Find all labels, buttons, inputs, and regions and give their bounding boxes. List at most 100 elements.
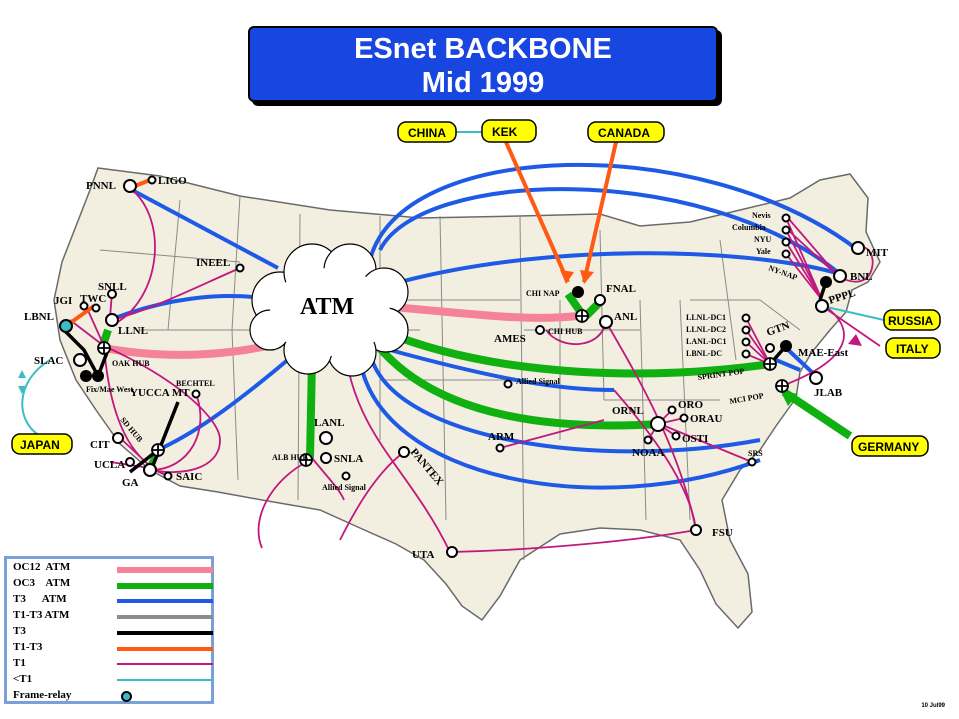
legend-row: T3 ATM (11, 593, 213, 609)
node-srs (747, 457, 757, 467)
legend-row: OC12 ATM (11, 561, 213, 577)
svg-text:KEK: KEK (492, 125, 518, 139)
label-pnnl: PNNL (86, 180, 116, 192)
label-cit: CIT (90, 439, 110, 451)
node-lbnl (59, 319, 73, 333)
label-allied1: Allied Signal (322, 483, 367, 492)
svg-text:RUSSIA: RUSSIA (888, 314, 934, 328)
link-oc12-chi (379, 302, 579, 322)
svg-text:CHINA: CHINA (408, 126, 446, 140)
node-allied1 (341, 471, 351, 481)
arrowheads-cyan (18, 370, 26, 394)
title-banner: ESnet BACKBONE Mid 1999 (248, 26, 718, 102)
label-ineel: INEEL (196, 257, 230, 269)
node-fnal (594, 294, 606, 306)
label-ligo: LIGO (158, 175, 187, 187)
node-fsu (690, 524, 702, 536)
legend-row: OC3 ATM (11, 577, 213, 593)
svg-text:JAPAN: JAPAN (20, 438, 60, 452)
label-llnldc1: LLNL-DC1 (686, 313, 726, 322)
title-line-2: Mid 1999 (421, 67, 545, 99)
label-slac: SLAC (34, 355, 63, 367)
label-ga: GA (122, 477, 139, 489)
tag-italy: ITALY (885, 337, 941, 359)
node-pnnl (123, 179, 137, 193)
label-yale: Yale (756, 247, 771, 256)
legend: OC12 ATM OC3 ATM T3 ATM T1-T3 ATM T3 T1-… (4, 556, 214, 704)
lt1-links (21, 131, 885, 437)
tag-germany: GERMANY (851, 435, 929, 457)
node-oro (667, 405, 677, 415)
node-orau (679, 413, 689, 423)
node-twc (91, 303, 101, 313)
label-nevis: Nevis (752, 211, 771, 220)
t1-t3-links (64, 141, 618, 328)
label-uta: UTA (412, 549, 434, 561)
node-ligo (147, 175, 157, 185)
label-anl: ANL (614, 311, 637, 323)
legend-row: T1 (11, 657, 213, 673)
node-llnldc2 (741, 325, 751, 335)
date-stamp: 10 Jul99 (921, 703, 945, 709)
arrow-canada (580, 270, 594, 284)
label-nyu: NYU (754, 235, 772, 244)
node-lanl (319, 431, 333, 445)
nodes (59, 175, 865, 558)
atm-cloud (249, 243, 409, 377)
hubs (97, 309, 789, 467)
node-lbnldc (741, 349, 751, 359)
node-columbia (781, 225, 791, 235)
node-nevis (781, 213, 791, 223)
label-chinap: CHI NAP (526, 289, 560, 298)
legend-row: T3 (11, 625, 213, 641)
label-ornl: ORNL (612, 405, 644, 417)
label-yucca: YUCCA MT (130, 387, 190, 399)
label-ucla: UCLA (94, 459, 125, 471)
label-fsu: FSU (712, 527, 733, 539)
legend-row: T1-T3 ATM (11, 609, 213, 625)
label-lanldc1: LANL-DC1 (686, 337, 726, 346)
label-allied2: Allied Signal (516, 377, 561, 386)
label-llnl: LLNL (118, 325, 148, 337)
label-llnldc2: LLNL-DC2 (686, 325, 726, 334)
tag-japan: JAPAN (11, 433, 73, 455)
node-arm (495, 443, 505, 453)
tag-canada: CANADA (587, 121, 665, 143)
node-llnldc1 (741, 313, 751, 323)
label-twc: TWC (80, 293, 106, 305)
node-ames (535, 325, 545, 335)
node-uta (446, 546, 458, 558)
label-lbnldc: LBNL-DC (686, 349, 722, 358)
node-pppl (815, 299, 829, 313)
label-lanl: LANL (314, 417, 345, 429)
t1-links (69, 187, 881, 553)
node-gtn (765, 343, 775, 353)
node-snla (320, 452, 332, 464)
label-albhub: ALB HUB (272, 453, 308, 462)
label-columbia: Columbia (732, 223, 766, 232)
label-oakhub: OAK HUB (112, 359, 150, 368)
label-bnl: BNL (850, 271, 873, 283)
node-ga (143, 463, 157, 477)
node-anl (599, 315, 613, 329)
label-mit: MIT (866, 247, 889, 259)
node-jgi (79, 301, 89, 311)
node-mit (851, 241, 865, 255)
frame-relay-dot-icon (121, 691, 132, 702)
label-noaa: NOAA (632, 447, 664, 459)
label-saic: SAIC (176, 471, 202, 483)
tag-china: CHINA (397, 121, 457, 143)
node-bechtel (191, 389, 201, 399)
svg-text:CANADA: CANADA (598, 126, 650, 140)
label-fixmae: Fix/Mae West (86, 385, 134, 394)
node-yale (781, 249, 791, 259)
label-maeeast: MAE-East (798, 347, 848, 359)
node-osti (671, 431, 681, 441)
legend-row: <T1 (11, 673, 213, 689)
label-orau: ORAU (690, 413, 722, 425)
tag-russia: RUSSIA (883, 309, 941, 331)
node-noaa (643, 435, 653, 445)
node-pantex (398, 446, 410, 458)
node-nyu (781, 237, 791, 247)
